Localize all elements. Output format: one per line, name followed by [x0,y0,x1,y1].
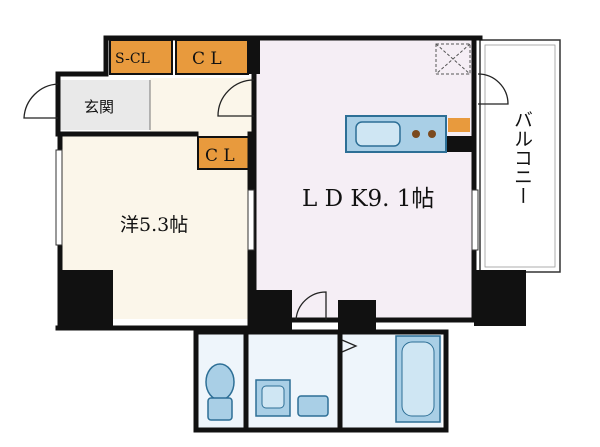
toilet [205,363,235,421]
washer-space [297,395,329,417]
closet-mid-label: C L [205,146,235,166]
washbasin [255,379,291,417]
bathtub [395,335,441,423]
closet-mid [197,136,251,170]
shoe-closet-label: S-CL [115,51,150,67]
western-room-label: 洋5.3帖 [120,214,188,236]
sink [355,121,401,147]
pillars [58,40,526,332]
doors [23,73,509,353]
closet-top-label: C L [192,49,222,69]
hall-floor [150,78,256,134]
entrance-label: 玄関 [84,98,114,116]
windows [55,149,479,251]
ldk-floor [256,40,472,320]
stove-burner [428,130,436,138]
balcony-label: バルコニー [511,110,533,205]
ldk-label: L D K9. 1帖 [302,186,434,212]
entrance-floor [60,80,150,130]
kitchen-counter [345,115,470,153]
stove-burner [412,130,420,138]
fridge-space [435,43,471,75]
